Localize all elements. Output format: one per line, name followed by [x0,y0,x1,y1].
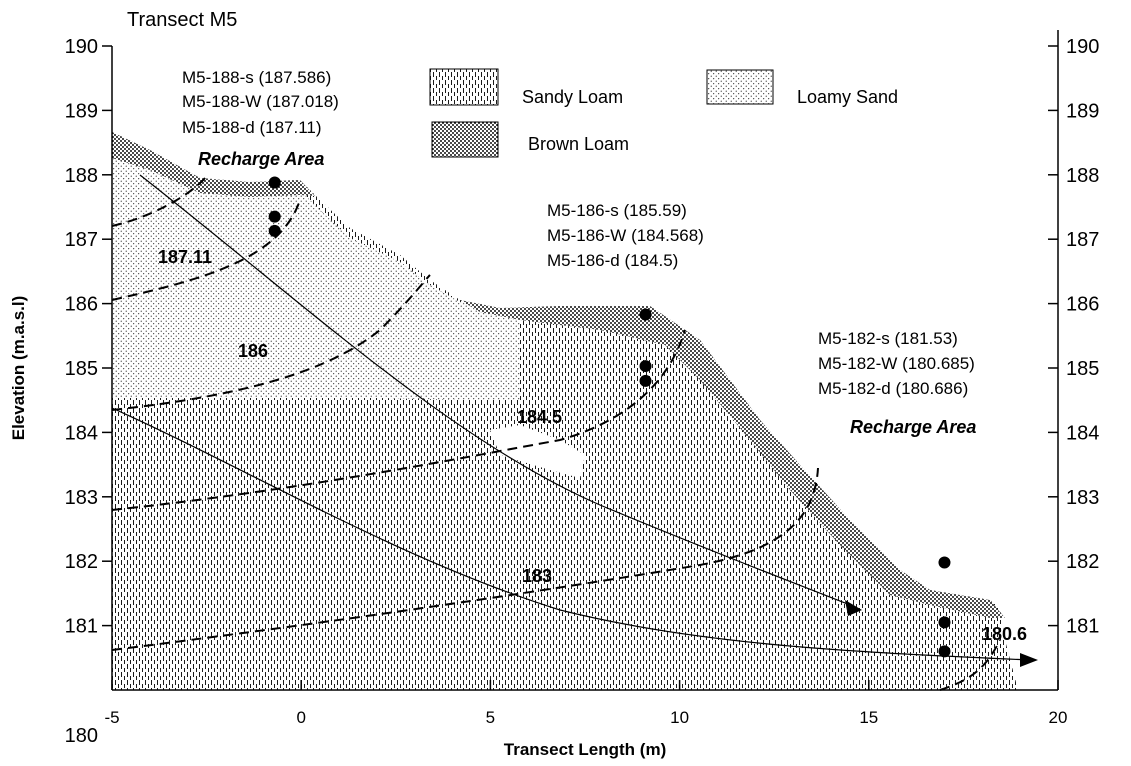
chart-title: Transect M5 [127,9,237,31]
brown-loam-zone [112,132,315,197]
legend-swatch-brown-loam [431,121,499,158]
well-point [639,360,652,373]
y-tick-label-right: 184 [1066,422,1099,444]
soil-layers [112,132,1018,690]
plot-frame: 180 181 182 183 184 185 186 187 188 189 190 181 182… [65,30,1099,747]
contour-label: 187.11 [158,247,212,267]
well-point [639,374,652,387]
well-label: M5-186-s (185.59) [547,201,687,220]
flow-line-lower [111,407,1031,661]
legend-label-sandy-loam: Sandy Loam [522,87,623,107]
x-ticks: -5 0 5 10 15 20 [104,680,1067,727]
unfilled-patch [490,425,585,478]
flow-lines [111,174,1031,661]
y-tick-label: 181 [65,616,98,638]
well-point [268,176,281,189]
well-point [268,210,281,223]
y-tick-label-right: 186 [1066,294,1099,316]
loamy-sand-zone [112,150,520,400]
well-point [938,616,951,629]
contour-187-11-lower [111,199,301,301]
y-tick-label-right: 185 [1066,358,1099,380]
contour-label: 186 [238,341,268,361]
y-tick-label: 190 [65,36,98,58]
legend: Sandy Loam Loamy Sand Brown Loam [429,68,898,158]
y-tick-label-right: 187 [1066,229,1099,251]
well-point [268,224,281,237]
well-point [938,556,951,569]
y-axis-title: Elevation (m.a.s.l) [9,296,28,441]
y-tick-label: 183 [65,487,98,509]
x-tick-label: 5 [486,708,495,727]
contour-label: 180.6 [982,624,1027,644]
contour-label: 183 [522,566,552,586]
y-tick-label: 187 [65,229,98,251]
well-label: M5-188-d (187.11) [182,118,322,137]
legend-swatch-loamy-sand [706,69,774,105]
y-tick-label: 180 [65,725,98,747]
y-tick-label-right: 181 [1066,616,1099,638]
legend-swatch-sandy-loam [429,68,499,106]
x-tick-label: -5 [104,708,119,727]
well-label: M5-182-s (181.53) [818,329,958,348]
y-tick-label-right: 188 [1066,165,1099,187]
y-tick-label: 189 [65,100,98,122]
x-tick-label: 20 [1049,708,1068,727]
contour-186 [111,274,431,411]
y-tick-label-right: 183 [1066,487,1099,509]
x-tick-label: 0 [296,708,305,727]
x-axis-title: Transect Length (m) [504,740,666,759]
legend-label-loamy-sand: Loamy Sand [797,87,898,107]
y-tick-label: 185 [65,358,98,380]
y-tick-label-right: 182 [1066,551,1099,573]
well-point [639,308,652,321]
y-tick-label: 188 [65,165,98,187]
well-labels-m5-188: M5-188-s (187.586) M5-188-W (187.018) M5… [182,68,339,137]
well-label: M5-188-W (187.018) [182,92,339,111]
well-point [938,645,951,658]
flow-arrow-head-upper [845,600,862,616]
legend-label-brown-loam: Brown Loam [528,134,629,154]
right-y-ticks: 181 182 183 184 185 186 187 188 189 190 [1048,36,1099,638]
y-tick-label: 182 [65,551,98,573]
well-label: M5-182-d (180.686) [818,379,968,398]
zone-label-recharge-left: Recharge Area [198,149,324,169]
well-labels-m5-182: M5-182-s (181.53) M5-182-W (180.685) M5-… [818,329,975,398]
well-label: M5-186-d (184.5) [547,251,678,270]
x-tick-label: 15 [859,708,878,727]
contour-180-6 [939,639,1001,691]
y-tick-label-right: 190 [1066,36,1099,58]
well-labels-m5-186: M5-186-s (185.59) M5-186-W (184.568) M5-… [547,201,704,270]
well-label: M5-188-s (187.586) [182,68,331,87]
left-y-ticks: 180 181 182 183 184 185 186 187 188 189 190 [65,36,112,747]
contour-187-11 [111,177,206,227]
x-tick-label: 10 [670,708,689,727]
y-tick-label-right: 189 [1066,100,1099,122]
flow-arrow-head-lower [1020,653,1038,667]
contour-label: 184.5 [517,407,562,427]
well-points [268,176,951,658]
contour-184-5 [111,329,686,511]
flow-line-upper [139,174,856,608]
y-tick-label: 186 [65,294,98,316]
well-label: M5-186-W (184.568) [547,226,704,245]
zone-label-recharge-right: Recharge Area [850,417,976,437]
y-tick-label: 184 [65,422,98,444]
well-label: M5-182-W (180.685) [818,354,975,373]
equipotential-contours [111,177,1001,691]
